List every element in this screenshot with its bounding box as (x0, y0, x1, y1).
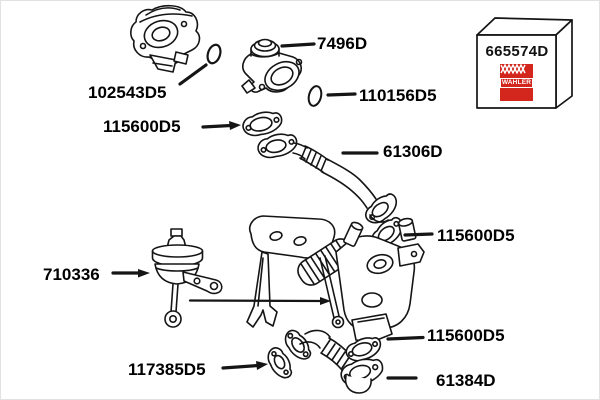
o-ring-102543D5-drawing (206, 43, 222, 65)
wahler-brand-text: WAHLER (499, 77, 534, 88)
part-label-110156D5: 110156D5 (359, 86, 437, 105)
leader-710336-arrowhead (138, 269, 150, 278)
leader-110156D5 (326, 92, 357, 97)
part-label-115600D5-mid: 115600D5 (437, 226, 515, 245)
part-label-7496D: 7496D (317, 34, 368, 53)
leader-lines (111, 42, 434, 380)
leader-115600D5-top-arrowhead (229, 121, 241, 130)
part-label-61384D: 61384D (436, 371, 496, 390)
part-label-102543D5: 102543D5 (88, 83, 167, 102)
part-label-117385D5: 117385D5 (128, 360, 206, 379)
gasket-117385D5-drawing (267, 347, 293, 379)
leader-102543D5 (178, 63, 208, 86)
egr-pipe-61306D-drawing (257, 133, 398, 224)
egr-pipe-61384D-drawing (284, 329, 384, 394)
actuator-to-valve-line (188, 299, 324, 303)
leader-115600D5-top (201, 123, 233, 129)
box-part-number: 665574D (485, 43, 549, 60)
part-label-61306D: 61306D (383, 142, 443, 161)
leader-115600D5-mid (403, 232, 434, 237)
part-label-710336: 710336 (43, 265, 100, 284)
wahler-zigzag-bottom-icon (500, 64, 526, 74)
actuator-to-valve-arrowhead (320, 297, 331, 305)
vacuum-actuator-710336-drawing (151, 228, 223, 328)
part-label-115600D5-top: 115600D5 (103, 117, 181, 136)
egr-valve-7496D-drawing (241, 38, 303, 94)
leader-117385D5 (221, 363, 260, 370)
wahler-zigzag-top-icon (500, 64, 526, 74)
leader-7496D (280, 42, 316, 48)
egr-valve-housing-drawing (130, 4, 201, 73)
gasket-115600D5-top-drawing (242, 111, 283, 137)
leader-117385D5-arrowhead (256, 361, 268, 370)
wahler-logo: WAHLER (499, 64, 534, 101)
leader-115600D5-bot (386, 335, 425, 341)
egr-cooler-assembly-drawing (246, 215, 425, 343)
part-label-115600D5-bot: 115600D5 (427, 326, 505, 345)
o-ring-110156D5-drawing (307, 85, 323, 107)
